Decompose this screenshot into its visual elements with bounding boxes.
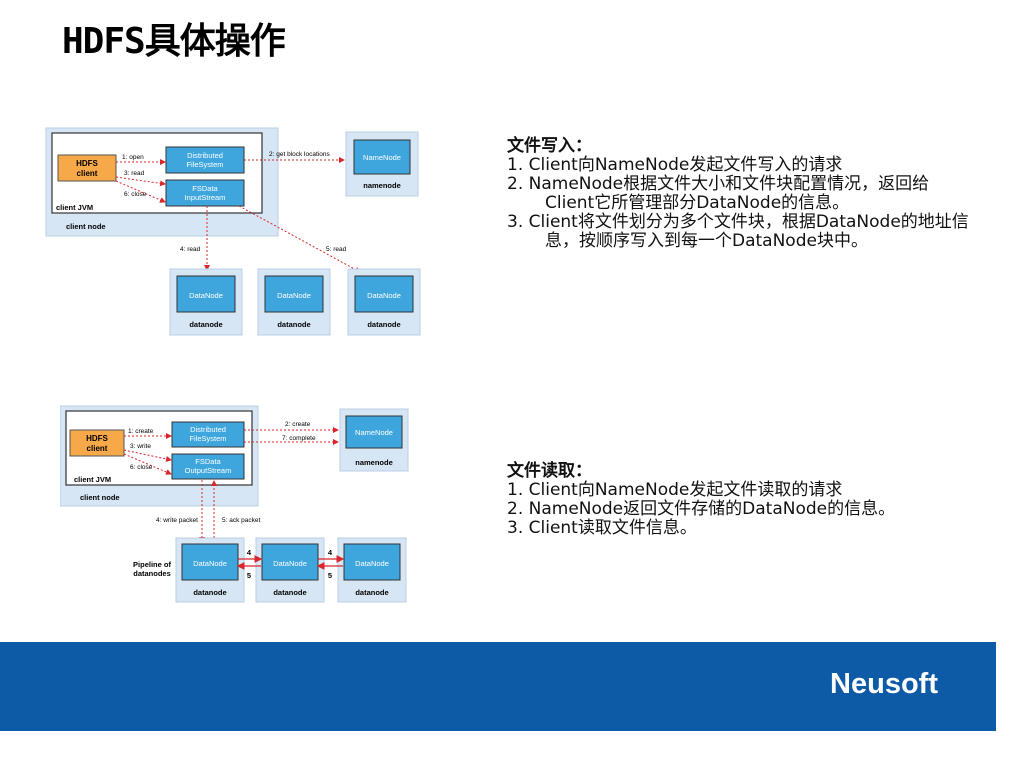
namenode-box bbox=[353, 139, 411, 175]
fsdata-outputstream-box bbox=[171, 453, 245, 480]
step-write-packet: 4: write packet bbox=[156, 517, 198, 524]
pipeline-label-2: datanodes bbox=[133, 569, 171, 578]
neusoft-logo: Neusoft bbox=[830, 668, 938, 700]
step-create: 1: create bbox=[128, 428, 154, 435]
datanode-label-1: datanode bbox=[193, 588, 226, 597]
ack-4-left: 4 bbox=[247, 548, 252, 557]
read-step-3: 3. Client读取文件信息。 bbox=[507, 518, 697, 538]
step-read4: 4: read bbox=[180, 246, 201, 253]
step-close: 6: close bbox=[130, 464, 153, 471]
distributed-filesystem-box bbox=[171, 421, 245, 448]
namenode-box-label: NameNode bbox=[363, 153, 401, 162]
stream-label-2: OutputStream bbox=[185, 466, 232, 475]
ack-5-right: 5 bbox=[328, 571, 332, 580]
step-write: 3: write bbox=[130, 443, 151, 450]
datanode-label-2: datanode bbox=[277, 320, 310, 329]
ack-4-right: 4 bbox=[328, 548, 333, 557]
read-step-1: 1. Client向NameNode发起文件读取的请求 bbox=[507, 480, 843, 500]
read-step-2: 2. NameNode返回文件存储的DataNode的信息。 bbox=[507, 499, 896, 519]
datanode-box-2 bbox=[264, 275, 324, 313]
datanode-box-2 bbox=[261, 543, 319, 581]
step-read: 3: read bbox=[124, 170, 145, 177]
datanode-label-3: datanode bbox=[367, 320, 400, 329]
write-step-3: 3. Client将文件划分为多个文件块，根据DataNode的地址信息，按顺序… bbox=[507, 212, 969, 251]
step-close: 6: close bbox=[124, 191, 147, 198]
namenode-box bbox=[345, 415, 403, 449]
datanode-box-3 bbox=[343, 543, 401, 581]
stream-label-1: FSData bbox=[195, 457, 221, 466]
client-jvm-label: client JVM bbox=[74, 475, 111, 484]
datanode-box-label-2: DataNode bbox=[273, 559, 307, 568]
datanode-label-1: datanode bbox=[189, 320, 222, 329]
hdfs-write-diagram: HDFS client Distributed FileSystem FSDat… bbox=[60, 404, 420, 606]
ack-5-left: 5 bbox=[247, 571, 251, 580]
datanode-box-1 bbox=[176, 275, 236, 313]
page-title: HDFS具体操作 bbox=[62, 21, 286, 62]
write-step-2: 2. NameNode根据文件大小和文件块配置情况，返回给Client它所管理部… bbox=[507, 174, 930, 213]
step-ack-packet: 5: ack packet bbox=[222, 517, 260, 524]
step-get-block: 2: get block locations bbox=[269, 151, 330, 158]
dfs-label-1: Distributed bbox=[187, 151, 223, 160]
step-complete: 7: complete bbox=[282, 435, 316, 442]
pipeline-label-1: Pipeline of bbox=[133, 560, 171, 569]
hdfs-read-diagram: HDFS client Distributed FileSystem FSDat… bbox=[44, 126, 438, 342]
datanode-box-1 bbox=[181, 543, 239, 581]
client-label-2: client bbox=[87, 444, 108, 453]
namenode-label: namenode bbox=[363, 181, 401, 190]
namenode-box-label: NameNode bbox=[355, 428, 393, 437]
datanode-box-label-1: DataNode bbox=[189, 291, 223, 300]
datanode-box-label-2: DataNode bbox=[277, 291, 311, 300]
read-description: 文件读取： 1. Client向NameNode发起文件读取的请求 2. Nam… bbox=[507, 462, 977, 538]
client-node-label: client node bbox=[66, 222, 106, 231]
client-jvm-label: client JVM bbox=[56, 203, 93, 212]
datanode-box-label-1: DataNode bbox=[193, 559, 227, 568]
datanode-box-3 bbox=[354, 275, 414, 313]
datanode-label-2: datanode bbox=[273, 588, 306, 597]
stream-label-2: InputStream bbox=[185, 193, 226, 202]
write-heading: 文件写入： bbox=[507, 136, 592, 156]
namenode-label: namenode bbox=[355, 458, 393, 467]
datanode-label-3: datanode bbox=[355, 588, 388, 597]
write-step-1: 1. Client向NameNode发起文件写入的请求 bbox=[507, 155, 843, 175]
client-node-label: client node bbox=[80, 493, 120, 502]
client-label-1: HDFS bbox=[76, 159, 98, 168]
dfs-label-2: FileSystem bbox=[186, 160, 223, 169]
hdfs-client-box bbox=[57, 154, 117, 182]
footer-bar: Neusoft bbox=[0, 642, 996, 731]
step-read5: 5: read bbox=[326, 246, 347, 253]
dfs-label-2: FileSystem bbox=[189, 434, 226, 443]
write-description: 文件写入： 1. Client向NameNode发起文件写入的请求 2. Nam… bbox=[507, 137, 977, 251]
step-create2: 2: create bbox=[285, 421, 311, 428]
read-heading: 文件读取： bbox=[507, 461, 592, 481]
fsdata-inputstream-box bbox=[165, 179, 245, 207]
dfs-label-1: Distributed bbox=[190, 425, 226, 434]
datanode-box-label-3: DataNode bbox=[367, 291, 401, 300]
client-label-1: HDFS bbox=[86, 434, 108, 443]
hdfs-client-box bbox=[69, 429, 125, 457]
step-open: 1: open bbox=[122, 154, 144, 161]
client-label-2: client bbox=[77, 169, 98, 178]
stream-label-1: FSData bbox=[192, 184, 218, 193]
datanode-box-label-3: DataNode bbox=[355, 559, 389, 568]
